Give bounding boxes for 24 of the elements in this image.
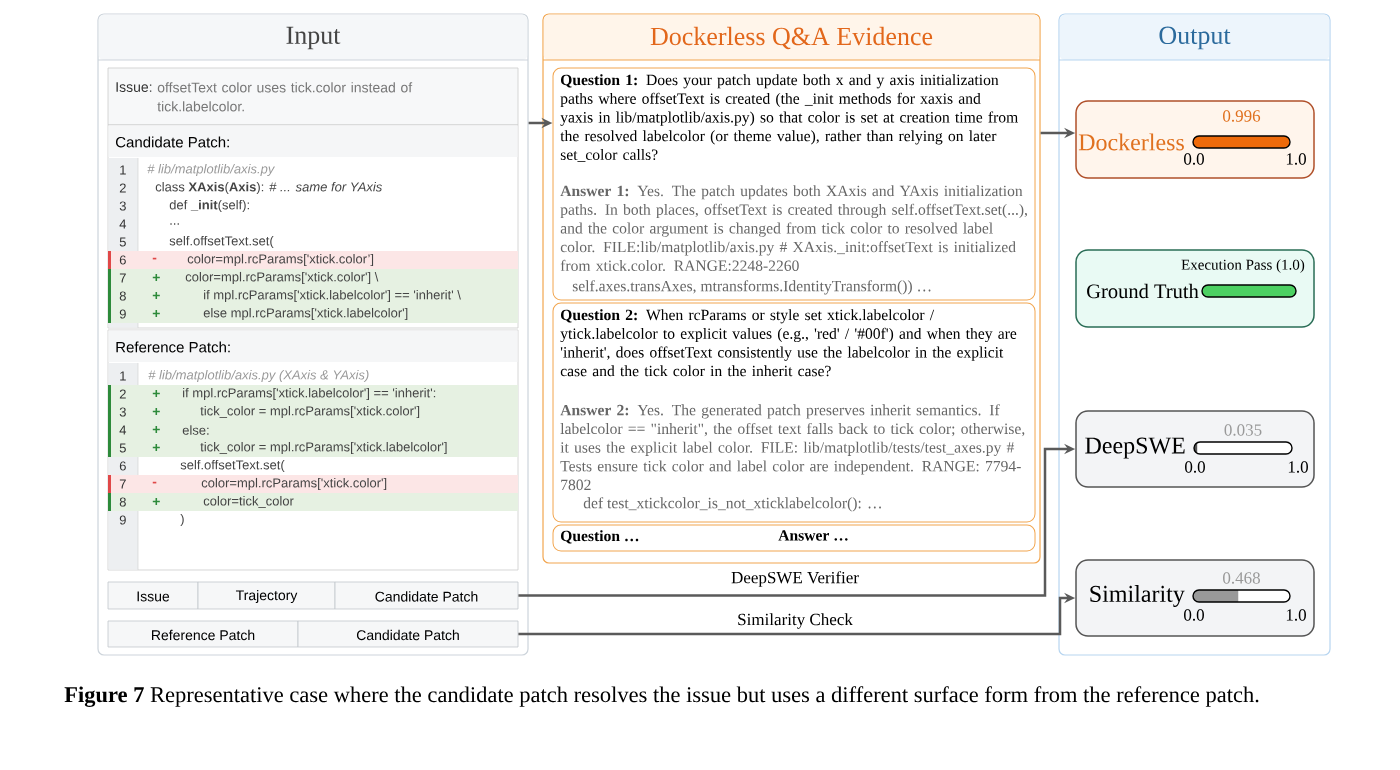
code-line: 2 class XAxis(Axis): # ... same for YAxis: [119, 181, 383, 195]
score-card: Dockerless 0.996 0.0 1.0: [1075, 100, 1315, 179]
code-line: 5 self.offsetText.set(: [119, 235, 274, 249]
input-tag: Trajectory: [197, 581, 336, 610]
qa-card: Question … Answer …: [552, 524, 1036, 552]
code-line: 1 # lib/matplotlib/axis.py: [120, 163, 275, 177]
qa-card: Question 1: Does your patch update both x and y axis initialization paths where offsetText is created (the _init methods for xaxis and yaxis in lib/matplotlib/axis.py) so that color is set at creation time from the resolved labelcolor (or theme value), rather than relying on later set_color calls? Answer 1: Yes. The patch updates both XAxis and YAxis initialization paths. In both places, offsetText is created through self.offsetText.set(...), and the color argument is changed from tick color to resolved label color. FILE:lib/matplotlib/axis.py # XAxis._init:offsetText is initialized from xtick.color. RANGE:2248-2260 self.axes.transAxes, mtransforms.IdentityTransform()) …: [552, 67, 1036, 301]
input-tag: Issue: [107, 581, 199, 610]
input-tag: Reference Patch: [107, 620, 299, 648]
caption: Figure 7 Representative case where the candidate patch resolves the issue but uses a different surface form from the reference patch.: [64, 686, 1259, 707]
score-card: DeepSWE 0.035 0.0 1.0: [1075, 410, 1315, 488]
code-line: 3 def _init(self):: [119, 199, 249, 213]
code-line: 9 ): [119, 513, 184, 527]
qa-card: Question 2: When rcParams or style set xtick.labelcolor / ytick.labelcolor to explicit values (e.g., 'red' / '#00f') and when they are 'inherit', does offsetText consistently use the labelcolor in the explicit case and the tick color in the inherit case? Answer 2: Yes. The generated patch preserves inherit semantics. If labelcolor == "inherit", the offset text falls back to tick color; otherwise, it uses the explicit label color. FILE: lib/matplotlib/tests/test_axes.py # Tests ensure tick color and label color are independent. RANGE: 7794-7802 def test_xtickcolor_is_not_xticklabelcolor(): …: [552, 302, 1036, 523]
code-line: 6 self.offsetText.set(: [119, 459, 285, 473]
edge-label: Similarity Check: [738, 613, 853, 629]
score-card: Similarity 0.468 0.0 1.0: [1075, 559, 1315, 637]
input-tag: Candidate Patch: [297, 620, 519, 648]
code-line: 1 # lib/matplotlib/axis.py (XAxis & YAxis): [120, 369, 369, 383]
input-tag: Candidate Patch: [334, 581, 519, 610]
code-line: 4 ...: [119, 219, 179, 229]
issue-card: Issue: offsetText color uses tick.color instead of tick.labelcolor.: [107, 67, 519, 126]
score-card: Execution Pass (1.0) Ground Truth: [1075, 249, 1315, 328]
edge-label: DeepSWE Verifier: [731, 571, 859, 587]
